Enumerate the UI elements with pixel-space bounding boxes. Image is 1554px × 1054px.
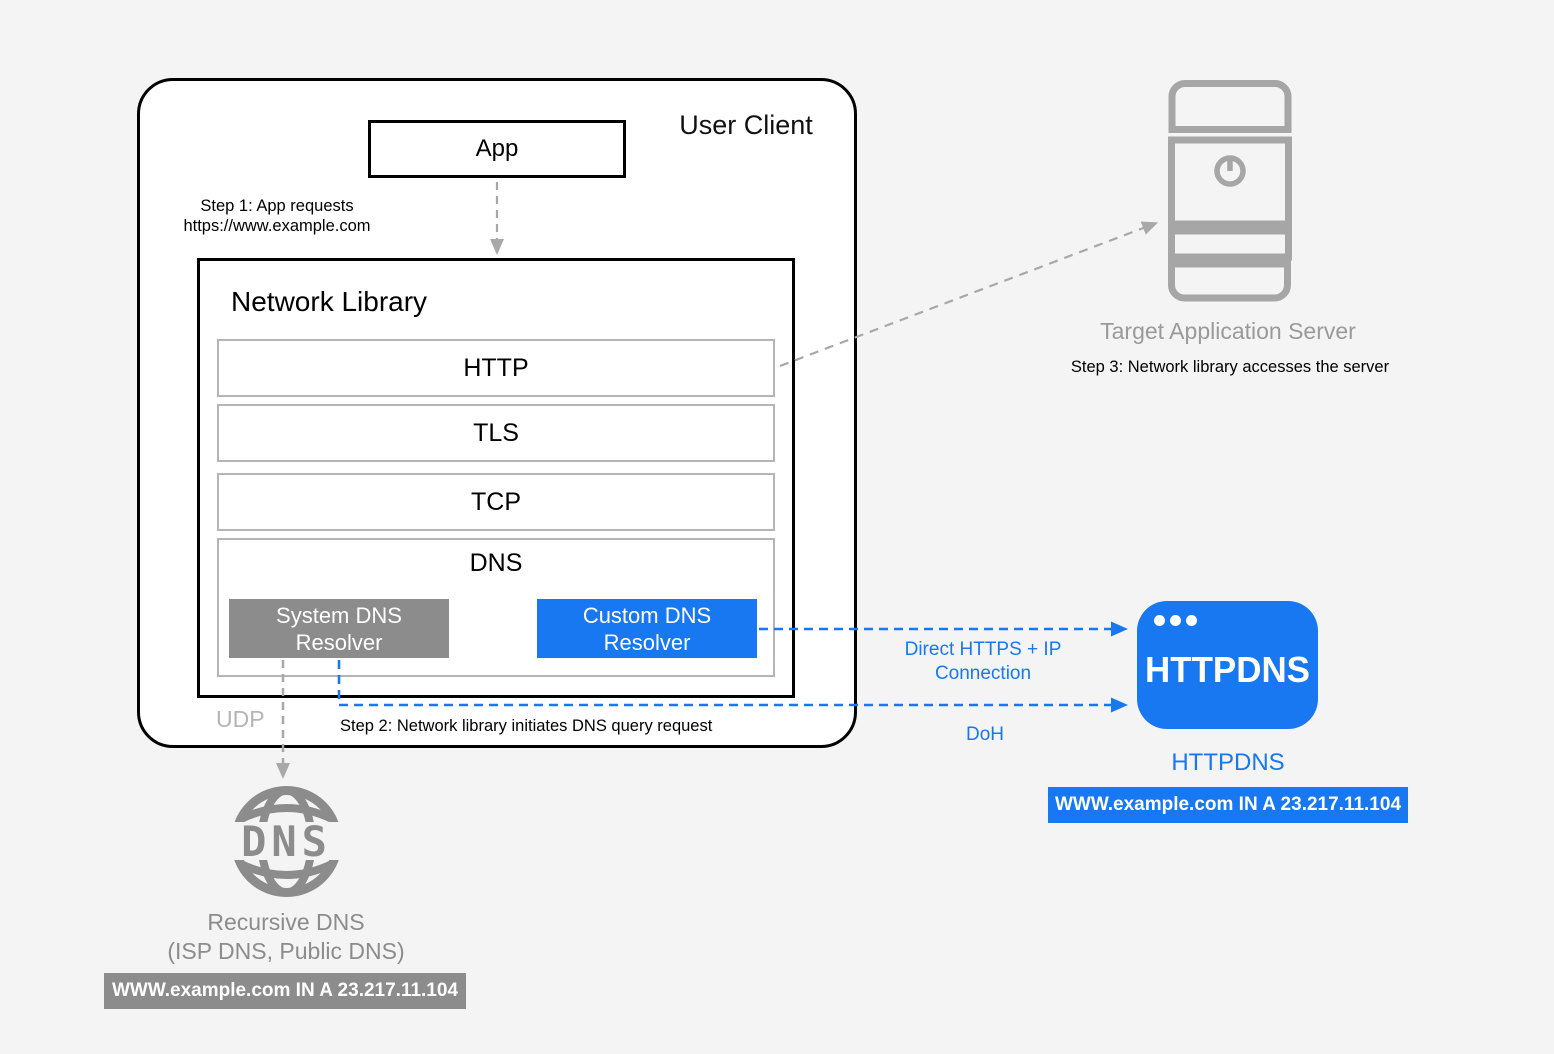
server-icon [1168, 80, 1292, 302]
system-dns-resolver: System DNS Resolver [229, 599, 449, 658]
httpdns-icon-dot [1154, 615, 1165, 626]
custom-dns-resolver: Custom DNS Resolver [537, 599, 757, 658]
layer-tls: TLS [217, 404, 775, 462]
recursive-dns-label-line1: Recursive DNS [207, 909, 365, 935]
app-label: App [475, 135, 519, 162]
httpdns-icon-dot [1186, 615, 1197, 626]
step1-line2: https://www.example.com [183, 217, 371, 235]
httpdns-icon-dot [1170, 615, 1181, 626]
custom-dns-resolver-line1: Custom DNS [582, 602, 712, 628]
step1-line1: Step 1: App requests [200, 197, 354, 215]
recursive-dns-label: Recursive DNS (ISP DNS, Public DNS) [136, 908, 436, 966]
dns-title: DNS [469, 549, 523, 577]
recursive-dns-icon: DNS [224, 785, 349, 898]
step2-caption: Step 2: Network library initiates DNS qu… [340, 717, 713, 735]
doh-label: DoH [965, 724, 1004, 745]
network-library-title: Network Library [231, 286, 428, 317]
httpdns-icon: HTTPDNS [1137, 601, 1318, 729]
recursive-dns-record-badge: WWW.example.com IN A 23.217.11.104 [104, 973, 466, 1009]
globe-dns-text: DNS [241, 816, 332, 866]
user-client-title: User Client [679, 110, 813, 140]
app-box: App [368, 120, 626, 178]
direct-https-label: Direct HTTPS + IP Connection [883, 638, 1083, 686]
system-dns-resolver-line2: Resolver [295, 629, 383, 655]
httpdns-record-badge: WWW.example.com IN A 23.217.11.104 [1048, 787, 1408, 823]
udp-label: UDP [216, 706, 265, 732]
globe-band [224, 822, 349, 860]
step1-caption: Step 1: App requests https://www.example… [163, 196, 391, 236]
target-server-label: Target Application Server [1100, 318, 1356, 344]
layer-http: HTTP [217, 339, 775, 397]
custom-dns-resolver-line2: Resolver [603, 629, 691, 655]
direct-https-label-line2: Connection [934, 663, 1032, 684]
recursive-dns-label-line2: (ISP DNS, Public DNS) [167, 938, 405, 964]
layer-tcp: TCP [217, 473, 775, 531]
httpdns-icon-text: HTTPDNS [1145, 649, 1310, 690]
direct-https-label-line1: Direct HTTPS + IP [904, 639, 1062, 660]
system-dns-resolver-line1: System DNS [276, 602, 402, 628]
step3-caption: Step 3: Network library accesses the ser… [1070, 358, 1390, 376]
httpdns-label: HTTPDNS [1171, 749, 1285, 776]
